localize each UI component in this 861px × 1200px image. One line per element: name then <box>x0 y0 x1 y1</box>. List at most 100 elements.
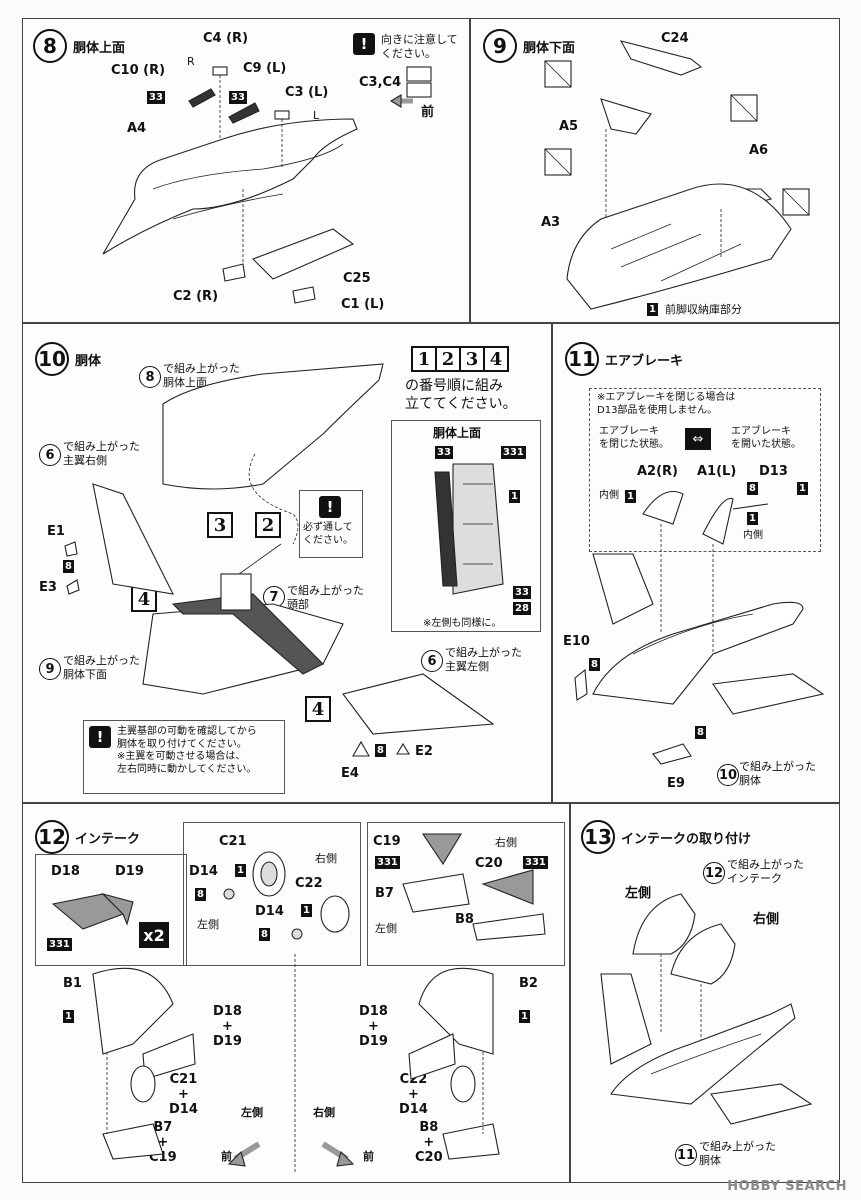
closed-state: エアブレーキ を閉じた状態。 <box>599 426 669 450</box>
label-a1: A1(L) <box>697 464 737 479</box>
label-b8: B8 <box>455 912 474 927</box>
label-d18: D18 <box>51 864 80 879</box>
label-b1: B1 <box>63 976 82 991</box>
label-r: R <box>187 55 195 68</box>
left-side-c: 左側 <box>241 1106 263 1119</box>
step8-fuselage-diagram <box>102 66 432 304</box>
badge-8-b: 8 <box>259 928 270 941</box>
opened-state: エアブレーキ を開いた状態。 <box>731 426 801 450</box>
label-c10: C10 (R) <box>111 63 166 78</box>
caution-icon-b: ! <box>89 726 111 748</box>
right-side-a: 右側 <box>315 852 337 865</box>
label-d19: D19 <box>115 864 144 879</box>
badge-33-right: 33 <box>229 91 247 104</box>
orientation-note: 向きに注意して ください。 <box>381 33 458 60</box>
subbox-c21c22 <box>183 822 361 966</box>
label-b7: B7 <box>375 886 394 901</box>
label-d18d19-a: D18 + D19 <box>213 1004 242 1049</box>
label-d13: D13 <box>759 464 788 479</box>
label-c1: C1 (L) <box>341 297 385 312</box>
label-c4: C4 (R) <box>203 31 249 46</box>
step-number: 12 <box>35 820 69 854</box>
inset-title: 胴体上面 <box>433 426 482 440</box>
badge-33-b: 33 <box>513 586 531 599</box>
order-1: 1 <box>411 346 437 372</box>
ref-step6: 6 <box>39 444 61 466</box>
note-box <box>589 388 821 552</box>
label-c9: C9 (L) <box>243 61 287 76</box>
label-c22: C22 <box>295 876 323 891</box>
badge-1-b: 1 <box>625 490 636 503</box>
badge-8: 8 <box>747 482 758 495</box>
step8-title: 8 胴体上面 <box>33 29 125 63</box>
label-b8c20: B8 + C20 <box>415 1120 443 1165</box>
label-a4: A4 <box>127 121 147 136</box>
right-side-c: 右側 <box>313 1106 335 1119</box>
badge-331: 331 <box>501 446 526 459</box>
must-box <box>299 490 363 558</box>
badge-8-a: 8 <box>195 888 206 901</box>
label-a3: A3 <box>541 215 561 230</box>
badge-331-b: 331 <box>375 856 400 869</box>
label-e10: E10 <box>563 634 590 649</box>
step9-title: 9 胴体下面 <box>483 29 575 63</box>
step-title: 胴体上面 <box>73 40 126 56</box>
step-title: インテークの取り付け <box>621 831 752 847</box>
must-text: 必ず通して ください。 <box>303 522 353 546</box>
subbox-d18d19 <box>35 854 187 966</box>
label-c3c4: C3,C4 <box>359 75 402 90</box>
ref-step10: 10 <box>717 764 739 786</box>
step10-title: 10 胴体 <box>35 342 101 376</box>
caution-text: 主翼基部の可動を確認してから 胴体を取り付けてください。 ※主翼を可動させる場合… <box>117 726 257 775</box>
badge-1-b: 1 <box>301 904 312 917</box>
order-text: の番号順に組み 立ててください。 <box>405 378 517 412</box>
nose-gear-bay-caption: 前脚収納庫部分 <box>665 303 742 316</box>
front-b: 前 <box>363 1150 374 1163</box>
label-e4: E4 <box>341 766 359 781</box>
label-b2: B2 <box>519 976 538 991</box>
step10-fuselage-diagram <box>64 363 504 757</box>
badge-33: 33 <box>435 446 453 459</box>
label-c20: C20 <box>475 856 503 871</box>
badge-1: 1 <box>509 490 520 503</box>
subbox-c19c20 <box>367 822 565 966</box>
label-l: L <box>313 109 320 122</box>
label-c25: C25 <box>343 271 371 286</box>
label-a5: A5 <box>559 119 579 134</box>
panel-step12: 12 インテーク D18 D19 331 x2 C21 D14 1 8 右側 C… <box>22 803 570 1183</box>
step-title: インテーク <box>75 831 141 847</box>
badge-1-a: 1 <box>797 482 808 495</box>
panel-step10: 10 胴体 8 で組み上がった 胴体上面 6 で組み上がった 主翼右側 7 で組… <box>22 323 552 803</box>
step-number: 13 <box>581 820 615 854</box>
label-c2: C2 (R) <box>173 289 219 304</box>
step12-intake-diagram <box>51 833 546 1174</box>
panel-step9: 9 胴体下面 C24 A5 A6 A3 1 前脚収納庫部分 <box>470 18 840 323</box>
caution-box <box>83 720 285 794</box>
front-a: 前 <box>221 1150 232 1163</box>
label-c21d14: C21 + D14 <box>169 1072 198 1117</box>
label-a6: A6 <box>749 143 769 158</box>
order-4-marker-b: 4 <box>305 696 331 722</box>
ref-step11: 11 <box>675 1144 697 1166</box>
badge-8-a: 8 <box>63 560 74 573</box>
built11-text: で組み上がった 胴体 <box>699 1140 776 1167</box>
badge-8-b: 8 <box>375 744 386 757</box>
label-e3: E3 <box>39 580 57 595</box>
x2-badge: x2 <box>139 922 169 948</box>
badge-1-d: 1 <box>519 1010 530 1023</box>
inset-panel <box>391 420 541 632</box>
airbrake-note: ※エアブレーキを閉じる場合は D13部品を使用しません。 <box>597 392 736 416</box>
step-number: 9 <box>483 29 517 63</box>
label-e9: E9 <box>667 776 685 791</box>
panel-step13: 13 インテークの取り付け 12 で組み上がった インテーク 左側 右側 11 … <box>570 803 840 1183</box>
caution-icon: ! <box>319 496 341 518</box>
label-d14-b: D14 <box>255 904 284 919</box>
label-e2: E2 <box>415 744 433 759</box>
step13-title: 13 インテークの取り付け <box>581 820 751 854</box>
built7-text: で組み上がった 頭部 <box>287 584 364 611</box>
order-4: 4 <box>483 346 509 372</box>
built9-text: で組み上がった 胴体下面 <box>63 654 140 681</box>
label-c21: C21 <box>219 834 247 849</box>
arrows-icon: ⇔ <box>685 428 711 450</box>
badge-1-a: 1 <box>235 864 246 877</box>
